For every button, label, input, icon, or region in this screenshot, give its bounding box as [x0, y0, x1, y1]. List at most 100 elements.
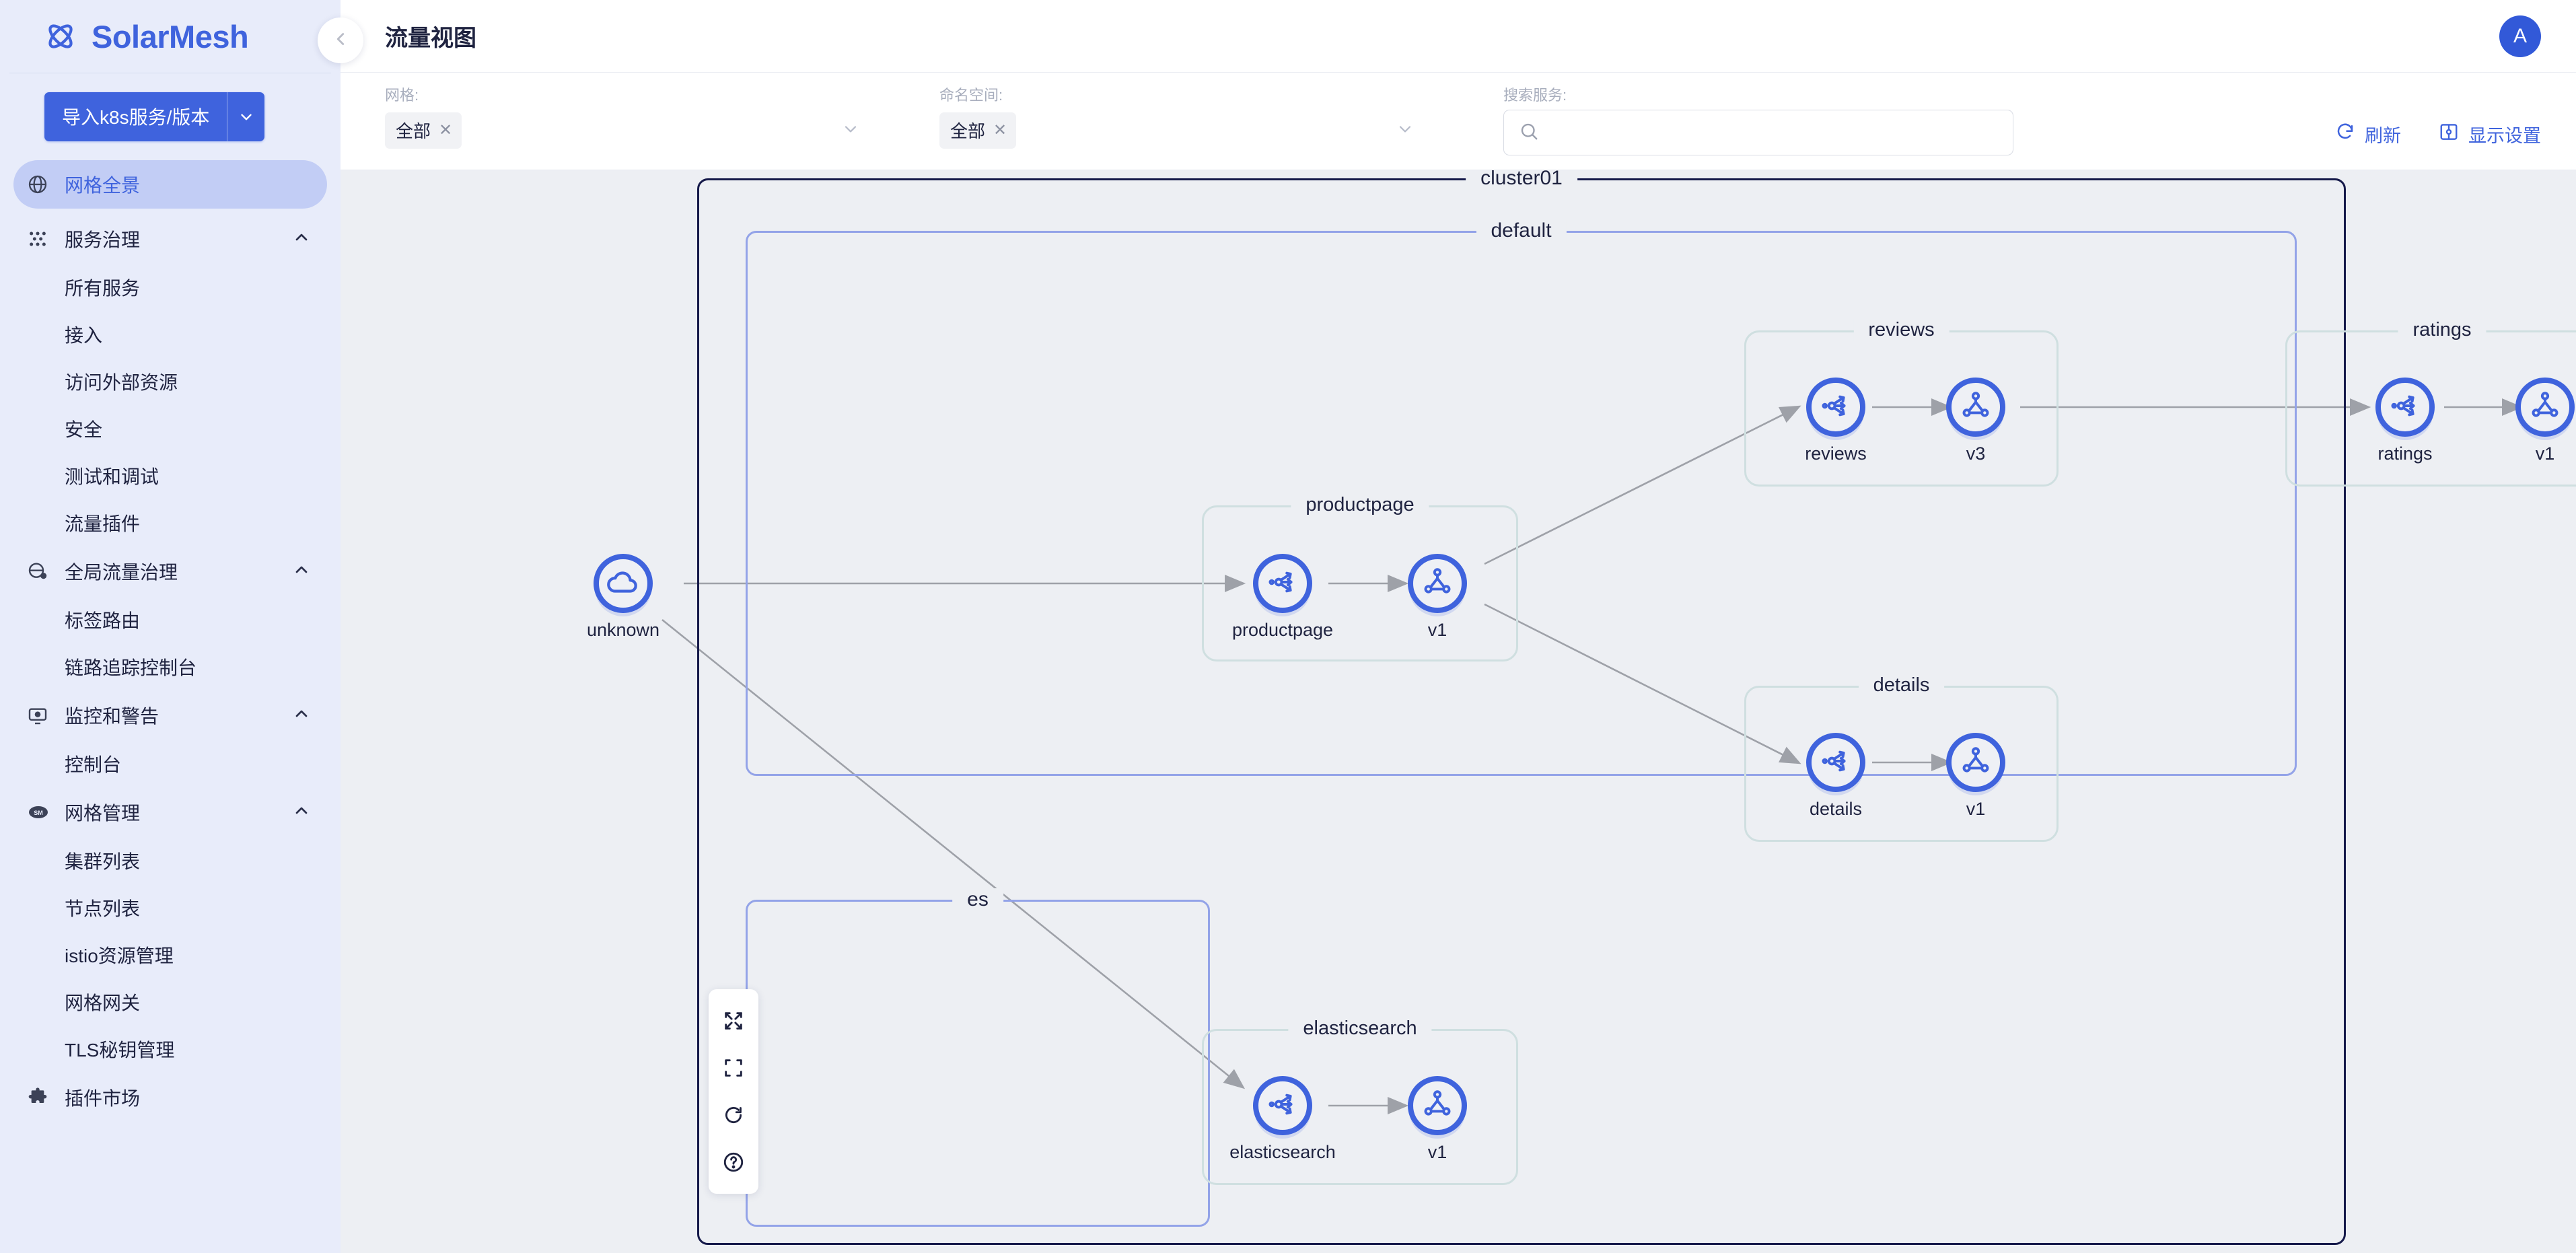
sidebar-item-security[interactable]: 安全: [0, 405, 341, 452]
import-k8s-service-button[interactable]: 导入k8s服务/版本: [44, 92, 265, 141]
node-circle[interactable]: [1408, 554, 1467, 613]
sidebar-group-monitoring-alerts[interactable]: 监控和警告: [0, 690, 341, 740]
chevron-up-icon: [292, 801, 311, 824]
sidebar-sub-label: 节点列表: [65, 898, 141, 919]
close-x-icon[interactable]: ✕: [993, 120, 1007, 139]
namespace-group-default[interactable]: default: [746, 219, 2297, 776]
sidebar-group-service-governance[interactable]: 服务治理: [0, 214, 341, 264]
service-icon: [2388, 389, 2422, 426]
sidebar-item-mesh-overview[interactable]: 网格全景: [13, 160, 327, 209]
version-icon: [1959, 389, 1993, 426]
chevron-left-icon: [330, 29, 351, 52]
namespace-filter-label: 命名空间:: [939, 87, 1003, 104]
namespace-filter-tag: 全部 ✕: [939, 112, 1017, 149]
sidebar-item-external-resources[interactable]: 访问外部资源: [0, 358, 341, 405]
sidebar-item-all-services[interactable]: 所有服务: [0, 264, 341, 311]
namespace-filter-select[interactable]: 全部 ✕: [939, 110, 1451, 151]
help-circle-icon[interactable]: [709, 1139, 758, 1186]
namespace-group-es[interactable]: es: [746, 888, 1210, 1227]
search-icon: [1519, 121, 1539, 145]
refresh-button[interactable]: 刷新: [2335, 121, 2401, 147]
sidebar-item-label-routing[interactable]: 标签路由: [0, 596, 341, 643]
sidebar-item-label: 插件市场: [65, 1088, 141, 1109]
expand-arrows-icon[interactable]: [709, 997, 758, 1044]
service-icon: [1266, 565, 1299, 602]
cluster-group-cluster01[interactable]: cluster01: [697, 170, 2346, 1245]
sidebar-collapse-button[interactable]: [318, 17, 363, 63]
brand-name: SolarMesh: [92, 18, 249, 55]
sm-badge-icon: SM: [27, 801, 55, 824]
import-button-wrap: 导入k8s服务/版本: [0, 73, 341, 156]
sidebar-sub-label: istio资源管理: [65, 945, 174, 966]
node-label: v1: [1427, 1142, 1447, 1162]
namespace-filter-value: 全部: [950, 121, 986, 141]
sidebar-sub-label: 流量插件: [65, 513, 141, 534]
node-circle[interactable]: [2375, 378, 2435, 437]
avatar[interactable]: A: [2499, 15, 2541, 57]
service-group-productpage[interactable]: productpage: [1202, 494, 1518, 661]
mesh-filter-field: 网格: 全部 ✕: [385, 73, 896, 151]
sidebar: SolarMesh 导入k8s服务/版本 网格全景: [0, 0, 341, 1253]
service-group-reviews[interactable]: reviews: [1744, 319, 2059, 487]
reload-icon[interactable]: [709, 1091, 758, 1139]
service-group-ratings[interactable]: ratings: [2285, 319, 2576, 487]
sidebar-item-cluster-list[interactable]: 集群列表: [0, 837, 341, 884]
sidebar-group-mesh-management[interactable]: SM 网格管理: [0, 787, 341, 837]
fit-screen-icon[interactable]: [709, 1044, 758, 1091]
node-circle[interactable]: [2515, 378, 2575, 437]
node-circle[interactable]: [1806, 733, 1865, 792]
sidebar-sub-label: 安全: [65, 419, 103, 440]
node-circle[interactable]: [1946, 378, 2005, 437]
sidebar-item-node-list[interactable]: 节点列表: [0, 884, 341, 931]
chevron-down-icon[interactable]: [227, 92, 264, 141]
mesh-filter-select[interactable]: 全部 ✕: [385, 110, 896, 151]
node-circle[interactable]: [1946, 733, 2005, 792]
sidebar-group-label: 网格管理: [65, 803, 141, 824]
sidebar-group-label: 全局流量治理: [65, 562, 178, 583]
chevron-down-icon[interactable]: [1396, 120, 1415, 142]
search-input-wrap[interactable]: [1503, 110, 2013, 155]
search-input[interactable]: [1548, 122, 1979, 143]
sidebar-item-console[interactable]: 控制台: [0, 740, 341, 787]
version-icon: [1421, 565, 1454, 602]
node-circle[interactable]: [1408, 1076, 1467, 1135]
sidebar-item-istio-resources[interactable]: istio资源管理: [0, 931, 341, 978]
globe-icon: [27, 174, 55, 195]
service-group-label: elasticsearch: [1288, 1017, 1432, 1040]
sidebar-item-tracing-console[interactable]: 链路追踪控制台: [0, 643, 341, 690]
chevron-down-icon[interactable]: [841, 120, 860, 142]
sidebar-item-plugin-market[interactable]: 插件市场: [0, 1073, 341, 1122]
sidebar-item-test-debug[interactable]: 测试和调试: [0, 452, 341, 499]
search-service-label: 搜索服务:: [1503, 87, 1567, 104]
brand[interactable]: SolarMesh: [0, 0, 341, 73]
sidebar-sub-label: 测试和调试: [65, 466, 159, 487]
service-icon: [1819, 389, 1853, 426]
graph-layer: cluster01 default es productpage reviews: [341, 170, 2576, 1253]
sidebar-sub-label: 标签路由: [65, 610, 141, 631]
traffic-graph-canvas[interactable]: cluster01 default es productpage reviews: [341, 170, 2576, 1253]
sidebar-item-mesh-gateway[interactable]: 网格网关: [0, 978, 341, 1026]
node-circle[interactable]: [1253, 554, 1312, 613]
refresh-icon: [2335, 122, 2355, 147]
sidebar-sub-label: 控制台: [65, 754, 122, 775]
sidebar-item-traffic-plugins[interactable]: 流量插件: [0, 499, 341, 546]
sidebar-item-ingress[interactable]: 接入: [0, 311, 341, 358]
node-circle[interactable]: [1253, 1076, 1312, 1135]
service-group-elasticsearch[interactable]: elasticsearch: [1202, 1017, 1518, 1185]
top-actions: 刷新 显示设置: [2335, 121, 2541, 147]
node-label: v1: [2535, 443, 2555, 464]
mesh-filter-value: 全部: [396, 121, 431, 141]
node-circle[interactable]: [1806, 378, 1865, 437]
mesh-filter-label: 网格:: [385, 87, 419, 104]
namespace-filter-field: 命名空间: 全部 ✕: [939, 73, 1451, 151]
sidebar-group-global-traffic[interactable]: 全局流量治理: [0, 546, 341, 596]
service-icon: [1819, 744, 1853, 781]
graph-control-panel: [709, 989, 758, 1194]
display-settings-button[interactable]: 显示设置: [2439, 121, 2541, 147]
service-group-details[interactable]: details: [1744, 674, 2059, 842]
sidebar-nav: 网格全景 服务治理 所有服务 接入 访问外部资源 安全 测试和调试 流量插件: [0, 156, 341, 1253]
sidebar-item-tls-keys[interactable]: TLS秘钥管理: [0, 1026, 341, 1073]
close-x-icon[interactable]: ✕: [439, 120, 453, 139]
node-circle[interactable]: [594, 554, 653, 613]
sidebar-item-label: 网格全景: [65, 175, 141, 196]
